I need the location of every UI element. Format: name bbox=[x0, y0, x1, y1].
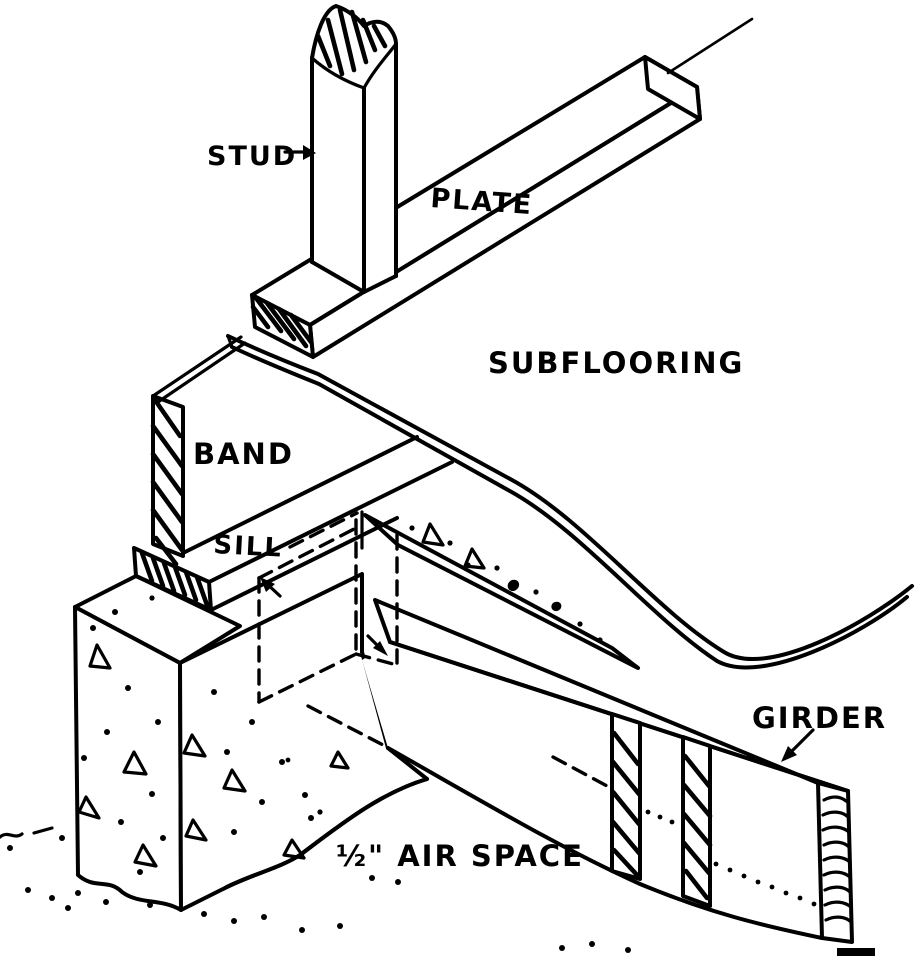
labels: STUD PLATE SUBFLOORING BAND SILL GIRDER … bbox=[193, 141, 887, 873]
ground-dash-left bbox=[32, 826, 54, 835]
band-joist bbox=[150, 335, 419, 567]
foundation-front-face bbox=[73, 605, 183, 912]
plate-label: PLATE bbox=[430, 183, 535, 221]
girder-label: GIRDER bbox=[752, 701, 887, 735]
concrete-speckle-triangles bbox=[77, 522, 486, 868]
sill-label: SILL bbox=[213, 530, 284, 564]
air-space-label: ½" AIR SPACE bbox=[336, 839, 584, 873]
page-artifact-mark bbox=[837, 948, 875, 956]
air-space-arrow-upper bbox=[260, 577, 282, 598]
girder-arrow bbox=[781, 728, 815, 762]
girder bbox=[362, 598, 854, 944]
stud-break-edge-front bbox=[310, 56, 366, 90]
girder-pocket-hidden-lines bbox=[257, 511, 611, 789]
stud-break-edge-side bbox=[362, 42, 398, 90]
ground-break-line bbox=[223, 777, 429, 890]
plate-end-hatch bbox=[250, 295, 314, 349]
girder-front-face-fill bbox=[362, 642, 852, 942]
girder-nail-dots bbox=[645, 809, 817, 907]
band-top-edge-b bbox=[156, 341, 247, 404]
stud-base-edges bbox=[310, 260, 398, 294]
band-end-hatch bbox=[150, 397, 185, 567]
subfloor-tip-edge bbox=[226, 334, 234, 349]
stud-arrow bbox=[283, 145, 316, 160]
foundation-wall bbox=[73, 513, 640, 912]
band-label: BAND bbox=[193, 437, 294, 471]
concrete-speckle-dots bbox=[81, 525, 603, 875]
stud-break-hatch bbox=[315, 7, 388, 77]
band-top-edge-a bbox=[151, 335, 243, 398]
sill-end-hatch bbox=[139, 550, 210, 608]
ground-squiggle-left bbox=[0, 832, 24, 839]
stud-fill bbox=[312, 6, 396, 292]
girder-bottom-edge bbox=[386, 746, 824, 940]
wall-top-strip bbox=[363, 513, 640, 670]
band-bottom-edge bbox=[183, 435, 419, 554]
wall-line-extension bbox=[666, 17, 754, 75]
subfloor-bottom-edge bbox=[230, 345, 909, 670]
sill-bottom-edge bbox=[209, 516, 399, 612]
ground bbox=[0, 777, 631, 953]
sill bbox=[132, 460, 454, 612]
air-space-arrow-lower bbox=[366, 634, 388, 656]
subflooring-sheet bbox=[226, 334, 914, 670]
stud bbox=[310, 4, 398, 294]
girder-end-grain-arcs bbox=[821, 795, 853, 924]
subfloor-top-edge bbox=[226, 334, 914, 661]
girder-plank-end-2 bbox=[681, 735, 712, 908]
sill-top-front-edge bbox=[207, 460, 454, 584]
plate-far-end-face bbox=[643, 55, 702, 121]
stud-label: STUD bbox=[207, 141, 297, 172]
girder-plank-end-1-hatch bbox=[610, 730, 642, 878]
subflooring-label: SUBFLOORING bbox=[488, 346, 744, 380]
ground-dots bbox=[7, 809, 631, 953]
girder-plank-end-2-hatch bbox=[681, 753, 713, 901]
